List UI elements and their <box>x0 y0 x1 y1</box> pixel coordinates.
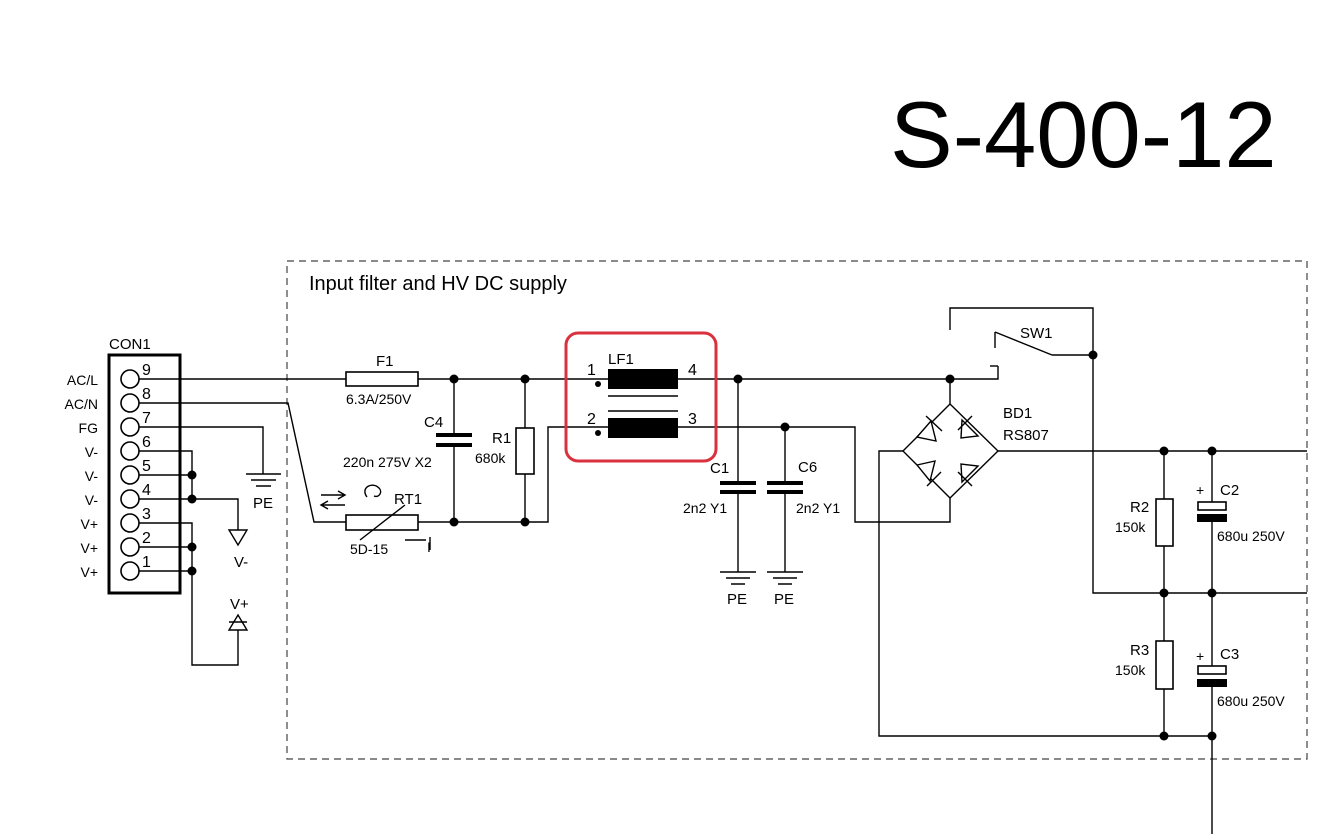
pin-label: AC/N <box>65 396 98 412</box>
r2-value: 150k <box>1115 519 1146 535</box>
f1-ref: F1 <box>376 353 394 370</box>
resistor-r3: R3 150k <box>1115 640 1174 690</box>
connector-pins <box>120 369 140 581</box>
c3-value: 680u 250V <box>1217 693 1285 709</box>
pin-label: V+ <box>80 564 98 580</box>
c4-value: 220n 275V X2 <box>343 454 432 470</box>
capacitor-c6: C6 2n2 Y1 <box>767 459 840 516</box>
fuse-f1: F1 6.3A/250V <box>345 353 419 407</box>
pin-label: AC/L <box>67 372 98 388</box>
ground-vminus: V- <box>227 529 249 571</box>
bridge-rectifier-bd1: BD1 RS807 <box>902 403 1049 499</box>
pin-circle <box>120 441 140 461</box>
resistor-r1: R1 680k <box>475 427 535 475</box>
ground-label-pe: PE <box>774 591 794 608</box>
pin-number: 2 <box>142 530 151 547</box>
c1-ref: C1 <box>710 460 729 477</box>
ground-label-pe: PE <box>727 591 747 608</box>
pin-circle <box>120 513 140 533</box>
pin-circle <box>120 561 140 581</box>
lf1-pin: 4 <box>688 362 697 379</box>
pin-number: 5 <box>142 458 151 475</box>
pin-number: 1 <box>142 554 151 571</box>
capacitor-c3: + C3 680u 250V <box>1196 646 1285 709</box>
c2-value: 680u 250V <box>1217 528 1285 544</box>
rt1-ref: RT1 <box>394 491 422 508</box>
c4-ref: C4 <box>424 414 443 431</box>
pin-number: 6 <box>142 434 151 451</box>
bd1-ref: BD1 <box>1003 405 1032 422</box>
pin-label: V+ <box>80 516 98 532</box>
choke-winding-top <box>608 369 678 389</box>
lf1-pin: 3 <box>688 411 697 428</box>
ground-pe-c6: PE <box>767 571 803 608</box>
capacitor-c1: C1 2n2 Y1 <box>683 460 756 516</box>
switch-sw1: SW1 <box>990 325 1053 367</box>
section-boundary <box>286 260 1308 760</box>
bd1-value: RS807 <box>1003 427 1049 444</box>
sw1-ref: SW1 <box>1020 325 1053 342</box>
pin-circle <box>120 537 140 557</box>
r1-ref: R1 <box>492 430 511 447</box>
pin-label: V- <box>85 492 99 508</box>
r2-ref: R2 <box>1130 499 1149 516</box>
connector-ref: CON1 <box>109 336 151 353</box>
capacitor-c2: + C2 680u 250V <box>1196 482 1285 544</box>
choke-lf1: LF1 1 4 2 3 <box>587 351 697 438</box>
highlight-box <box>564 331 718 463</box>
pin-circle <box>120 465 140 485</box>
resistor-r2: R2 150k <box>1115 498 1174 547</box>
pin-number: 4 <box>142 482 151 499</box>
lf1-pin: 1 <box>587 362 596 379</box>
pin-label: V+ <box>80 540 98 556</box>
r1-value: 680k <box>475 450 506 466</box>
lf1-pin: 2 <box>587 411 596 428</box>
ground-label-pe: PE <box>253 495 273 512</box>
pin-circle <box>120 369 140 389</box>
thermistor-rt1: RT1 5D-15 I <box>319 484 431 557</box>
r3-ref: R3 <box>1130 642 1149 659</box>
pin-number: 7 <box>142 410 151 427</box>
ground-pe-fg: PE <box>246 473 281 512</box>
pin-label: V- <box>85 444 99 460</box>
pin-label: V- <box>85 468 99 484</box>
pin-label: FG <box>79 420 98 436</box>
pin-number: 8 <box>142 386 151 403</box>
pin-circle <box>120 417 140 437</box>
ground-vplus: V+ <box>227 596 249 631</box>
c2-ref: C2 <box>1220 482 1239 499</box>
section-title: Input filter and HV DC supply <box>309 273 567 295</box>
c6-ref: C6 <box>798 459 817 476</box>
pin-circle <box>120 489 140 509</box>
junction-dots <box>187 350 1217 741</box>
c3-polarity: + <box>1196 648 1204 664</box>
ground-pe-c1: PE <box>720 571 756 608</box>
diagram-title: S-400-12 <box>890 82 1277 187</box>
capacitor-c4: C4 220n 275V X2 <box>343 414 472 470</box>
lf1-ref: LF1 <box>608 351 634 368</box>
f1-value: 6.3A/250V <box>346 391 412 407</box>
r3-value: 150k <box>1115 662 1146 678</box>
wires <box>139 307 1307 834</box>
choke-winding-bottom <box>608 418 678 438</box>
c6-value: 2n2 Y1 <box>796 500 840 516</box>
ground-label-vminus: V- <box>234 554 248 571</box>
c3-ref: C3 <box>1220 646 1239 663</box>
pin-number: 9 <box>142 362 151 379</box>
pin-circle <box>120 393 140 413</box>
rt1-value: 5D-15 <box>350 541 388 557</box>
rt1-mark: I <box>427 539 431 555</box>
ground-label-vplus: V+ <box>230 596 249 613</box>
c1-value: 2n2 Y1 <box>683 500 727 516</box>
connector-con1: CON1 9 8 7 6 5 4 3 2 1 AC/L AC/N FG V- V… <box>65 336 182 595</box>
c2-polarity: + <box>1196 482 1204 498</box>
pin-number: 3 <box>142 506 151 523</box>
